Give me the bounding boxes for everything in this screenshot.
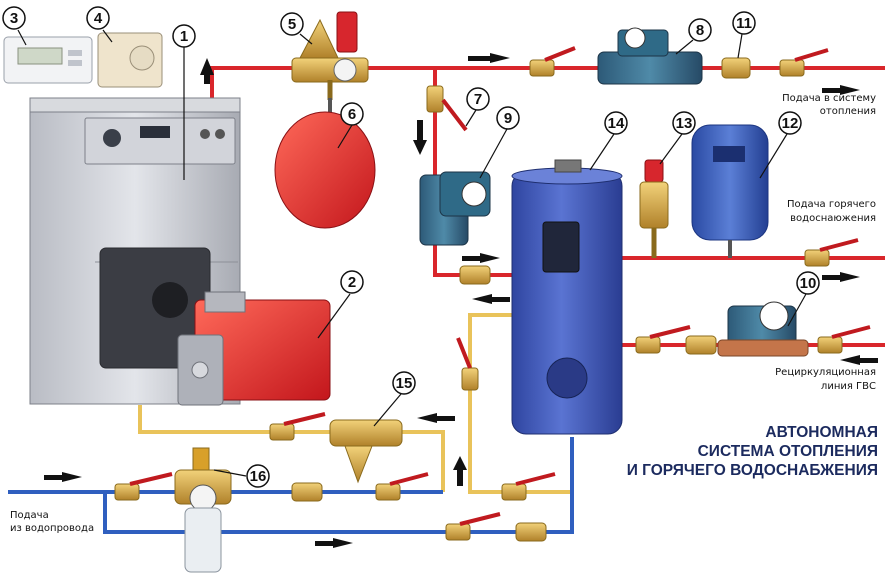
ball-valve-bypass <box>446 514 500 540</box>
svg-text:2: 2 <box>348 274 356 291</box>
leader-14 <box>590 134 614 170</box>
svg-text:10: 10 <box>800 275 817 292</box>
hot-water-supply-label-1: Подача горячего <box>787 199 876 210</box>
ball-valve-recirc-1 <box>636 327 690 353</box>
svg-text:16: 16 <box>250 468 267 485</box>
water-main-label-2: из водопровода <box>10 523 94 534</box>
check-valve-tank-supply <box>460 266 490 284</box>
callout-5: 5 <box>281 13 303 35</box>
circulation-pump-recirculation <box>718 302 808 356</box>
svg-text:3: 3 <box>10 10 18 27</box>
leader-7 <box>466 110 476 126</box>
water-main-label-1: Подача <box>10 510 49 521</box>
callout-8: 8 <box>689 19 711 41</box>
arrow-down-pump-shaft <box>417 120 423 140</box>
room-thermostat-programmable <box>4 37 92 83</box>
ball-valve-supply-2 <box>780 50 828 76</box>
svg-text:13: 13 <box>676 115 693 132</box>
arrow-up-boiler-shaft <box>204 74 210 84</box>
ball-valve-cold-3 <box>502 474 555 500</box>
ball-valve-boiler-return <box>270 414 325 440</box>
callout-10: 10 <box>797 272 819 294</box>
dhw-safety-valve <box>640 160 668 258</box>
circulation-pump-tank <box>420 172 490 245</box>
callout-1: 1 <box>173 25 195 47</box>
svg-text:12: 12 <box>782 115 799 132</box>
recirculation-label-2: линия ГВС <box>821 381 876 392</box>
arrow-right-bypass <box>333 538 353 548</box>
svg-text:14: 14 <box>608 115 625 132</box>
svg-text:1: 1 <box>180 28 188 45</box>
callout-12: 12 <box>779 112 801 134</box>
callout-16: 16 <box>247 465 269 487</box>
title-line-2: СИСТЕМА ОТОПЛЕНИЯ <box>698 443 878 460</box>
dhw-expansion-vessel <box>692 125 768 258</box>
arrow-right-tank-in-shaft <box>462 256 480 261</box>
arrow-right-inlet-shaft <box>44 475 62 480</box>
heating-supply-label-2: отопления <box>820 106 876 117</box>
svg-text:5: 5 <box>288 16 296 33</box>
arrow-left-return-shaft <box>437 416 455 421</box>
arrow-left-tank-out <box>472 294 492 304</box>
svg-text:15: 15 <box>396 375 413 392</box>
callout-3: 3 <box>3 7 25 29</box>
callout-15: 15 <box>393 372 415 394</box>
arrow-right-bypass-shaft <box>315 541 333 546</box>
callout-11: 11 <box>733 12 755 34</box>
svg-text:11: 11 <box>736 15 752 32</box>
callout-6: 6 <box>341 103 363 125</box>
room-thermostat-dial <box>98 33 162 87</box>
arrow-right-inlet <box>62 472 82 482</box>
ball-valve-cold-2 <box>376 474 428 500</box>
burner <box>178 292 330 405</box>
arrow-up-return-shaft <box>457 470 463 486</box>
callout-14: 14 <box>605 112 627 134</box>
pressure-reducer-filter <box>175 448 231 572</box>
circulation-pump-heating <box>598 28 702 84</box>
title-line-1: АВТОНОМНАЯ <box>765 424 878 441</box>
callout-9: 9 <box>497 107 519 129</box>
callout-2: 2 <box>341 271 363 293</box>
hot-water-supply-label-2: водоснаюжения <box>790 213 876 224</box>
hot-water-tank <box>512 160 622 434</box>
arrow-right-hot-water-shaft <box>822 275 840 280</box>
arrow-right-tank-in <box>480 253 500 263</box>
svg-text:9: 9 <box>504 110 512 127</box>
arrow-left-recirc-shaft <box>860 358 878 363</box>
leader-13 <box>660 134 682 164</box>
check-valve-cold <box>292 483 322 501</box>
ball-valve-recirc-2 <box>818 327 870 353</box>
diagram-title: АВТОНОМНАЯ СИСТЕМА ОТОПЛЕНИЯ И ГОРЯЧЕГО … <box>627 424 878 479</box>
arrow-right-top <box>490 53 510 63</box>
arrow-right-hot-water <box>840 272 860 282</box>
callout-13: 13 <box>673 112 695 134</box>
svg-text:8: 8 <box>696 22 704 39</box>
check-valve-recirc <box>686 336 716 354</box>
svg-text:7: 7 <box>474 91 482 108</box>
ball-valve-hot-water <box>805 240 858 266</box>
arrow-left-recirc <box>840 355 860 365</box>
arrow-left-tank-out-shaft <box>492 297 510 302</box>
arrow-up-return <box>453 456 467 470</box>
strainer-filter <box>330 420 402 482</box>
svg-text:4: 4 <box>94 10 103 27</box>
check-valve-bypass <box>516 523 546 541</box>
svg-text:6: 6 <box>348 106 356 123</box>
title-line-3: И ГОРЯЧЕГО ВОДОСНАБЖЕНИЯ <box>627 462 878 479</box>
recirculation-label-1: Рециркуляционная <box>775 367 876 378</box>
leader-9 <box>480 129 507 178</box>
ball-valve-supply-1 <box>530 48 575 76</box>
drain-valve <box>427 86 466 130</box>
callout-4: 4 <box>87 7 109 29</box>
check-valve-heating <box>722 58 750 78</box>
arrow-left-return <box>417 413 437 423</box>
heating-supply-label-1: Подача в систему <box>782 93 876 104</box>
arrow-down-pump <box>413 140 427 155</box>
callout-7: 7 <box>467 88 489 110</box>
leader-11 <box>738 34 742 58</box>
ball-valve-cold-1 <box>115 474 172 500</box>
arrow-right-top-shaft <box>468 56 490 61</box>
